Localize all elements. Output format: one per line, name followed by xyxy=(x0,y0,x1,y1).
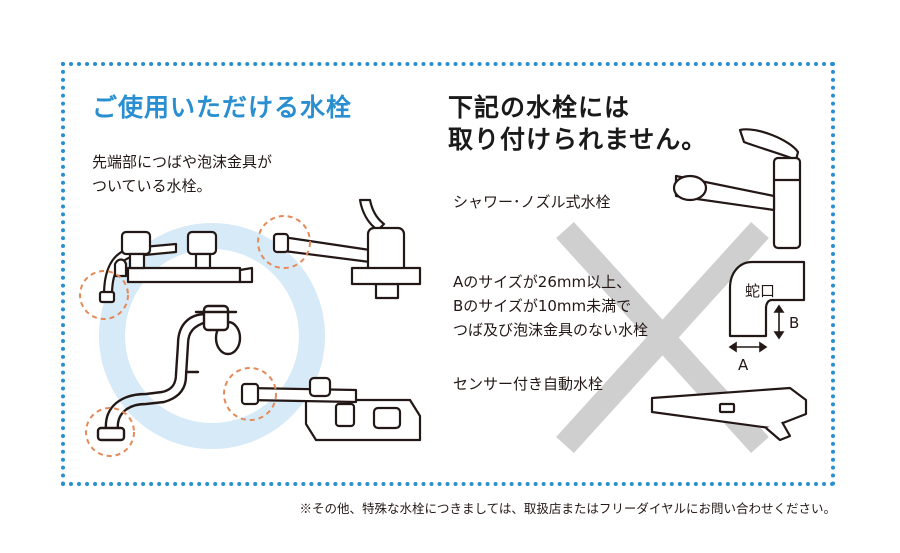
spout-tip-icon xyxy=(728,260,806,338)
swing-spout-faucet-icon xyxy=(96,304,242,442)
title-line-2: 取り付けられません。 xyxy=(448,125,708,154)
compatible-faucets-title: ご使用いただける水栓 xyxy=(92,93,353,122)
sensor-faucet-icon xyxy=(650,386,808,442)
deck-mixer-faucet-icon xyxy=(240,376,422,442)
shower-nozzle-faucet-icon xyxy=(672,128,802,250)
footnote: ※その他、特殊な水栓につきましては、取扱店またはフリーダイヤルにお問い合わせくだ… xyxy=(299,501,836,516)
item-text-line-1: Aのサイズが26mm以上、 xyxy=(453,273,632,291)
highlight-circle-1 xyxy=(79,270,129,320)
highlight-circle-4 xyxy=(223,367,277,421)
wall-mixer-faucet-icon xyxy=(98,230,254,304)
dimension-a-label: A xyxy=(738,356,749,374)
item-text-line-2: Bのサイズが10mm未満で xyxy=(453,297,632,315)
dimension-b-label: B xyxy=(789,314,800,332)
spout-label: 蛇口 xyxy=(745,282,776,300)
content-frame xyxy=(61,62,835,486)
incompatible-faucets-title: 下記の水栓には 取り付けられません。 xyxy=(448,92,707,156)
item-text: センサー付き自動水栓 xyxy=(453,375,604,393)
incompatible-item-sensor: センサー付き自動水栓 xyxy=(453,372,603,396)
description-line-1: 先端部につばや泡沫金具が xyxy=(92,153,273,171)
item-text: シャワー･ノズル式水栓 xyxy=(453,193,611,211)
highlight-circle-2 xyxy=(257,215,311,269)
incompatible-item-no-flange: Aのサイズが26mm以上、 Bのサイズが10mm未満で つば及び泡沫金具のない水… xyxy=(453,270,648,342)
incompatible-item-shower: シャワー･ノズル式水栓 xyxy=(453,190,611,214)
item-text-line-3: つば及び泡沫金具のない水栓 xyxy=(453,321,649,339)
highlight-circle-3 xyxy=(85,407,135,457)
dimension-arrows xyxy=(728,304,785,353)
title-line-1: 下記の水栓には xyxy=(448,93,631,122)
single-lever-faucet-icon xyxy=(272,198,422,300)
description-line-2: ついている水栓。 xyxy=(92,177,212,195)
compatible-faucets-description: 先端部につばや泡沫金具が ついている水栓。 xyxy=(92,150,272,198)
